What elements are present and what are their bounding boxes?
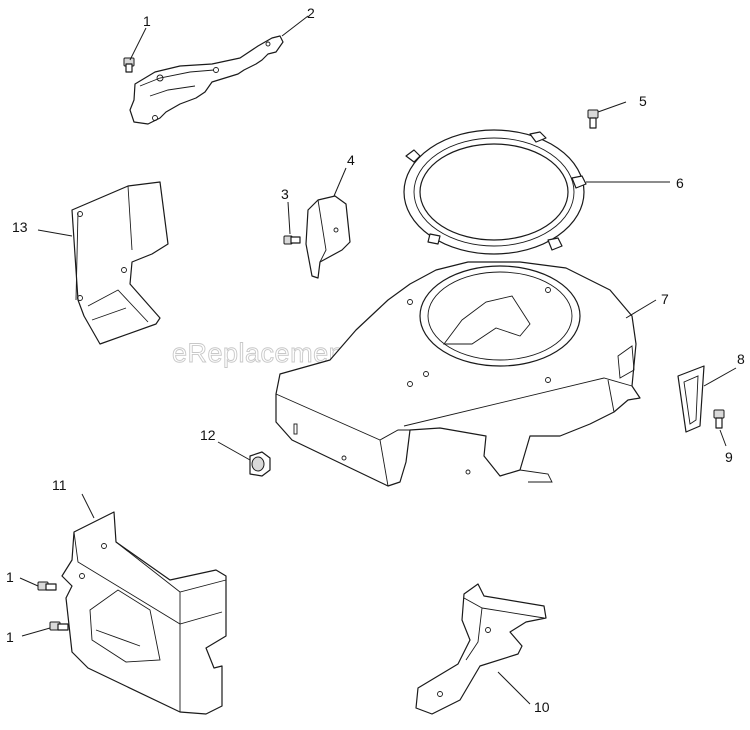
- callout-labels: 1 2 4 3 5 6 7 8 9 10 11 12 13 1 1: [6, 5, 745, 715]
- part-11-shroud: [61, 511, 227, 715]
- callout-13: 13: [12, 219, 28, 235]
- callout-9: 9: [725, 449, 733, 465]
- leader-lines: [19, 15, 737, 705]
- part-1-screw-top: [123, 57, 135, 73]
- part-5-screw: [587, 109, 599, 129]
- part-4-cover: [305, 195, 351, 279]
- part-12-grommet: [249, 451, 271, 477]
- part-8-plate: [677, 365, 705, 433]
- callout-2: 2: [307, 5, 315, 21]
- part-7-blower-housing: [275, 261, 641, 487]
- part-3-screw: [283, 235, 301, 245]
- callout-3: 3: [281, 186, 289, 202]
- callout-7: 7: [661, 291, 669, 307]
- part-1-screw-lower-left: [49, 621, 69, 631]
- callout-12: 12: [200, 427, 216, 443]
- callout-4: 4: [347, 152, 355, 168]
- callout-8: 8: [737, 351, 745, 367]
- part-10-bracket: [415, 583, 547, 715]
- part-13-baffle: [71, 181, 169, 345]
- part-9-screw: [713, 409, 725, 429]
- callout-1-left-lower: 1: [6, 629, 14, 645]
- callout-6: 6: [676, 175, 684, 191]
- part-2-bracket: [129, 35, 284, 125]
- callout-1-top: 1: [143, 13, 151, 29]
- callout-10: 10: [534, 699, 550, 715]
- part-1-screw-upper-left: [37, 581, 57, 591]
- part-6-ring: [403, 129, 587, 255]
- callout-11: 11: [52, 477, 67, 493]
- callout-1-left-upper: 1: [6, 569, 14, 585]
- callout-5: 5: [639, 93, 647, 109]
